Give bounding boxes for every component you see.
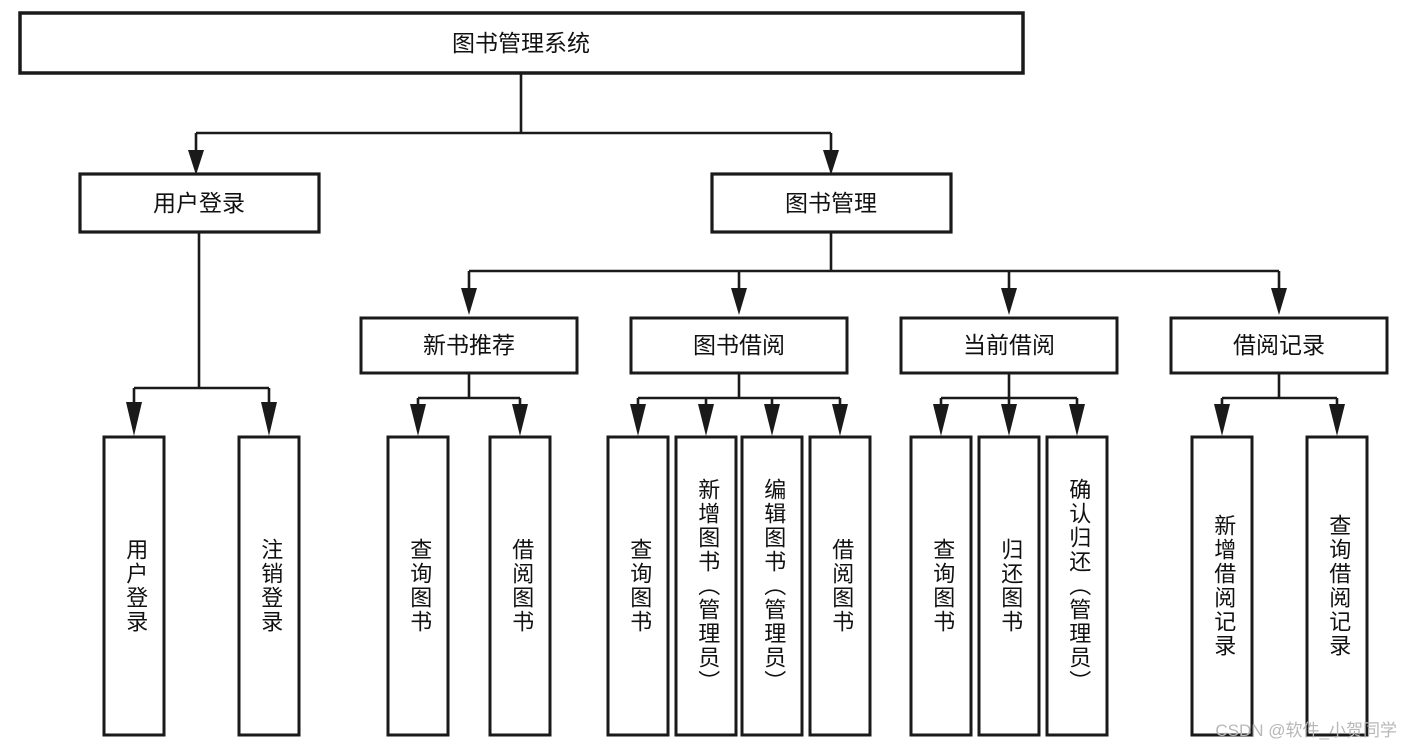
leaf-borrow-book-newbook-box[interactable] — [488, 435, 552, 737]
node-book-manage[interactable]: 图书管理 — [710, 172, 953, 234]
leaf-query-book-current-box[interactable] — [909, 435, 973, 737]
arrow-head-leaf-add-book — [698, 404, 714, 436]
leaf-edit-book-admin-label: 编辑图书（管理员） — [761, 478, 786, 694]
leaf-query-borrow-record[interactable]: 查询借阅记录 — [1305, 435, 1369, 737]
node-book-borrow[interactable]: 图书借阅 — [629, 316, 849, 375]
arrow-head-leaf-add-record — [1214, 404, 1230, 436]
connectors-newbook-to-leaves — [410, 373, 528, 436]
connectors-record-to-leaves — [1214, 373, 1345, 436]
leaf-user-login[interactable]: 用户登录 — [102, 435, 166, 737]
node-user-login-box[interactable] — [78, 172, 321, 234]
node-current-borrow[interactable]: 当前借阅 — [899, 316, 1119, 375]
node-new-book-recommend-label: 新书推荐 — [423, 332, 515, 358]
node-current-borrow-label: 当前借阅 — [963, 332, 1055, 358]
arrow-head-leaf-logout — [261, 402, 277, 436]
arrow-head-leaf-query-book-2 — [630, 404, 646, 436]
node-current-borrow-box[interactable] — [899, 316, 1119, 375]
leaf-borrow-book-newbook[interactable]: 借阅图书 — [488, 435, 552, 737]
leaf-query-book-borrow-label: 查询图书 — [627, 538, 652, 634]
arrow-head-book-manage — [823, 150, 839, 175]
arrow-head-leaf-query-book-1 — [410, 404, 426, 436]
leaf-confirm-return-admin[interactable]: 确认归还（管理员） — [1045, 435, 1109, 737]
leaf-query-book-newbook-box[interactable] — [386, 435, 450, 737]
leaf-borrow-book-borrow[interactable]: 借阅图书 — [808, 435, 872, 737]
node-new-book-recommend-box[interactable] — [359, 316, 579, 375]
arrow-head-leaf-edit-book — [764, 404, 780, 436]
node-borrow-record[interactable]: 借阅记录 — [1169, 316, 1389, 375]
leaf-borrow-book-borrow-label: 借阅图书 — [829, 538, 854, 634]
arrow-head-leaf-borrow-book-1 — [512, 404, 528, 436]
node-root-label: 图书管理系统 — [452, 30, 590, 56]
node-book-borrow-label: 图书借阅 — [693, 332, 785, 358]
leaf-query-borrow-record-label: 查询借阅记录 — [1326, 514, 1351, 658]
leaf-user-login-box[interactable] — [102, 435, 166, 737]
leaf-borrow-book-borrow-box[interactable] — [808, 435, 872, 737]
leaf-return-book-label: 归还图书 — [998, 538, 1023, 634]
leaf-query-book-borrow-box[interactable] — [606, 435, 670, 737]
arrow-head-leaf-return-book — [1001, 404, 1017, 436]
connectors-userlogin-to-leaves — [126, 232, 277, 436]
connectors-bookmanage-to-level2 — [461, 232, 1287, 315]
leaf-query-book-newbook[interactable]: 查询图书 — [386, 435, 450, 737]
leaf-logout[interactable]: 注销登录 — [237, 435, 301, 737]
leaf-query-book-current-label: 查询图书 — [930, 538, 955, 634]
leaf-return-book[interactable]: 归还图书 — [977, 435, 1041, 737]
node-new-book-recommend[interactable]: 新书推荐 — [359, 316, 579, 375]
arrow-head-user-login — [188, 150, 204, 175]
leaf-edit-book-admin-box[interactable] — [740, 435, 804, 737]
node-book-manage-label: 图书管理 — [785, 190, 877, 216]
leaf-query-borrow-record-box[interactable] — [1305, 435, 1369, 737]
node-user-login[interactable]: 用户登录 — [78, 172, 321, 234]
leaf-add-borrow-record[interactable]: 新增借阅记录 — [1190, 435, 1254, 737]
leaf-confirm-return-admin-box[interactable] — [1045, 435, 1109, 737]
arrow-head-leaf-user-login — [126, 402, 142, 436]
leaf-user-login-label: 用户登录 — [123, 538, 148, 634]
arrow-head-current — [1001, 288, 1017, 315]
connectors-borrow-to-leaves — [630, 373, 848, 436]
arrow-head-leaf-query-record — [1329, 404, 1345, 436]
connectors-current-to-leaves — [933, 373, 1085, 436]
arrow-head-newbook — [461, 288, 477, 315]
node-book-manage-box[interactable] — [710, 172, 953, 234]
leaf-query-book-borrow[interactable]: 查询图书 — [606, 435, 670, 737]
leaf-query-book-current[interactable]: 查询图书 — [909, 435, 973, 737]
leaf-add-book-admin[interactable]: 新增图书（管理员） — [674, 435, 738, 737]
leaf-confirm-return-admin-label: 确认归还（管理员） — [1066, 478, 1091, 694]
leaf-add-book-admin-box[interactable] — [674, 435, 738, 737]
node-user-login-label: 用户登录 — [153, 190, 245, 216]
node-borrow-record-box[interactable] — [1169, 316, 1389, 375]
node-book-borrow-box[interactable] — [629, 316, 849, 375]
arrow-head-borrow — [731, 288, 747, 315]
arrow-head-leaf-confirm-return — [1069, 404, 1085, 436]
arrow-head-leaf-query-book-3 — [933, 404, 949, 436]
leaf-add-borrow-record-box[interactable] — [1190, 435, 1254, 737]
arrow-head-leaf-borrow-book-2 — [832, 404, 848, 436]
node-root-box[interactable] — [18, 11, 1025, 75]
leaf-return-book-box[interactable] — [977, 435, 1041, 737]
leaf-edit-book-admin[interactable]: 编辑图书（管理员） — [740, 435, 804, 737]
arrow-head-record — [1271, 288, 1287, 315]
leaf-logout-label: 注销登录 — [258, 538, 283, 634]
connectors-root-to-level1 — [188, 73, 839, 175]
leaf-add-book-admin-label: 新增图书（管理员） — [695, 478, 720, 694]
leaf-logout-box[interactable] — [237, 435, 301, 737]
node-root-system[interactable]: 图书管理系统 — [18, 11, 1025, 75]
leaf-query-book-newbook-label: 查询图书 — [407, 538, 432, 634]
leaf-borrow-book-newbook-label: 借阅图书 — [509, 538, 534, 634]
node-borrow-record-label: 借阅记录 — [1233, 332, 1325, 358]
leaf-add-borrow-record-label: 新增借阅记录 — [1211, 514, 1236, 658]
